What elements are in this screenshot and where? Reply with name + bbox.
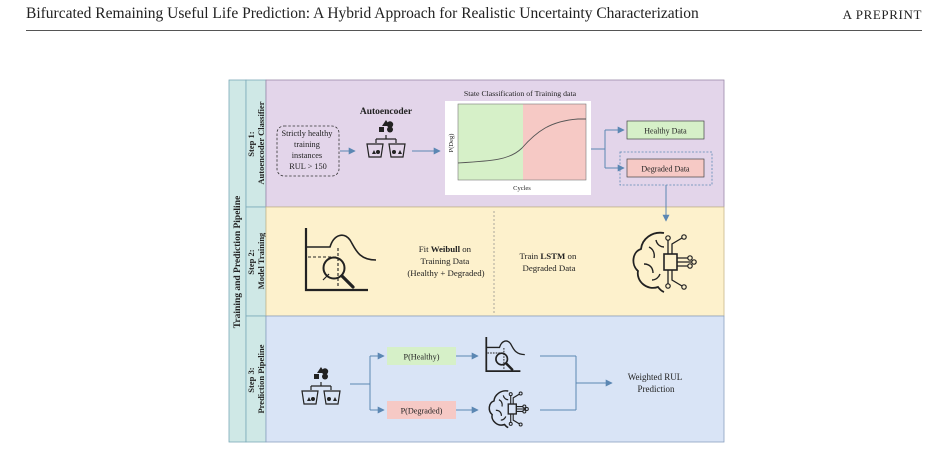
outer-pipeline-label: Training and Prediction Pipeline bbox=[233, 196, 243, 328]
weibull-text-line2: Training Data bbox=[421, 256, 470, 266]
plot-healthy-region bbox=[458, 104, 523, 180]
step3-panel bbox=[265, 315, 725, 443]
plot-axes-box bbox=[457, 103, 587, 181]
weibull-fit-icon bbox=[304, 228, 377, 292]
page-header: Bifurcated Remaining Useful Life Predict… bbox=[26, 5, 922, 29]
weibull-text-bold: Weibull bbox=[431, 244, 461, 254]
preprint-tag: A PREPRINT bbox=[842, 7, 922, 22]
step1-label-line1: Step 1: bbox=[246, 131, 256, 156]
healthy-instances-text: Strictly healthy training instances RUL … bbox=[281, 129, 334, 171]
state-classification-plot: P(Deg) Cycles bbox=[445, 101, 591, 195]
p-degraded-box bbox=[387, 401, 456, 419]
step2-label: Step 2: Model Training bbox=[246, 232, 266, 289]
weibull-text: Fit Weibull on Training Data (Healthy + … bbox=[407, 244, 484, 278]
header-rule bbox=[26, 30, 922, 31]
step2-label-line1: Step 2: bbox=[246, 249, 256, 274]
weibull-text-post: on bbox=[460, 244, 472, 254]
brain-circuit-icon-small bbox=[488, 390, 529, 429]
paper-title: Bifurcated Remaining Useful Life Predict… bbox=[26, 5, 699, 22]
step2-label-line2: Model Training bbox=[256, 232, 266, 289]
step1-label-line2: Autoencoder Classifier bbox=[256, 101, 266, 184]
healthy-data-label: Healthy Data bbox=[644, 127, 687, 136]
degraded-data-label: Degraded Data bbox=[641, 165, 690, 174]
step2-panel bbox=[265, 206, 725, 317]
step3-label-line2: Prediction Pipeline bbox=[256, 344, 266, 413]
lstm-text-pre: Train bbox=[519, 251, 540, 261]
input-line-1: Strictly healthy bbox=[281, 129, 333, 138]
lstm-text: Train LSTM on Degraded Data bbox=[519, 251, 578, 273]
p-healthy-box bbox=[387, 347, 456, 365]
brain-circuit-icon bbox=[632, 231, 697, 293]
weighted-rul-line2: Prediction bbox=[638, 384, 675, 394]
weibull-text-line3: (Healthy + Degraded) bbox=[407, 268, 484, 278]
plot-degraded-region bbox=[523, 104, 586, 180]
p-degraded-label: P(Degraded) bbox=[401, 407, 443, 416]
step1-label: Step 1: Autoencoder Classifier bbox=[246, 101, 266, 184]
weighted-rul-text: Weighted RUL Prediction bbox=[628, 372, 684, 394]
plot-ylabel: P(Deg) bbox=[448, 134, 455, 153]
plot-sigmoid-curve bbox=[457, 118, 586, 164]
healthy-instances-box bbox=[276, 125, 340, 177]
autoencoder-icon-step3 bbox=[301, 367, 341, 405]
weighted-rul-line1: Weighted RUL bbox=[628, 372, 682, 382]
autoencoder-icon bbox=[366, 120, 406, 158]
healthy-data-box bbox=[626, 120, 705, 140]
plot-title: State Classification of Training data bbox=[464, 89, 577, 98]
autoencoder-label: Autoencoder bbox=[360, 107, 413, 117]
step3-label-line1: Step 3: bbox=[246, 367, 256, 392]
plot-xlabel: Cycles bbox=[513, 185, 531, 192]
weibull-fit-icon-small bbox=[485, 337, 525, 372]
input-line-3: instances bbox=[292, 151, 322, 160]
weibull-text-pre: Fit bbox=[419, 244, 431, 254]
lstm-text-bold: LSTM bbox=[540, 251, 566, 261]
p-healthy-label: P(Healthy) bbox=[404, 353, 440, 362]
input-line-4: RUL > 150 bbox=[289, 162, 327, 171]
input-line-2: training bbox=[294, 140, 320, 149]
lstm-text-line2: Degraded Data bbox=[523, 263, 576, 273]
lstm-text-post: on bbox=[565, 251, 577, 261]
step3-label: Step 3: Prediction Pipeline bbox=[246, 344, 266, 413]
degraded-data-box bbox=[626, 158, 705, 178]
